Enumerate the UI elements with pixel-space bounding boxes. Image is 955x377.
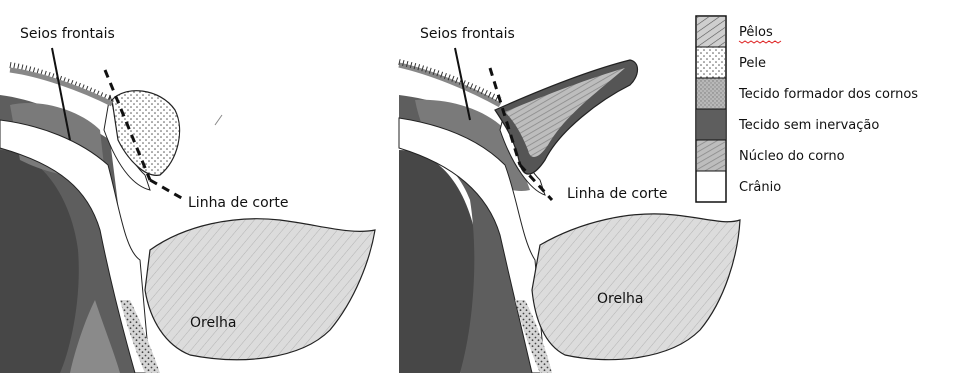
legend-label-non-innervated-tissue: Tecido sem inervação <box>738 118 879 133</box>
skull-icon <box>697 171 725 201</box>
left-ear-label: Orelha <box>190 315 236 331</box>
legend: Pêlos Pele Tecido formador dos cornos Te… <box>696 16 918 202</box>
horn-forming-tissue-icon <box>697 78 725 109</box>
non-innervated-tissue-icon <box>697 109 725 140</box>
left-frontal-sinus-label: Seios frontais <box>20 26 115 42</box>
right-frontal-sinus-label: Seios frontais <box>420 26 515 42</box>
right-ear <box>532 214 740 360</box>
right-cut-line-label: Linha de corte <box>567 186 668 202</box>
hair-icon <box>697 17 725 47</box>
spellcheck-underline <box>739 41 781 43</box>
legend-label-horn-core: Núcleo do corno <box>739 149 845 164</box>
right-panel <box>399 48 740 373</box>
left-cut-line-label: Linha de corte <box>188 195 289 211</box>
legend-label-horn-forming-tissue: Tecido formador dos cornos <box>738 87 918 102</box>
horn-core-icon <box>697 140 725 171</box>
legend-label-skin: Pele <box>739 56 766 71</box>
skin-dots-icon <box>697 47 725 78</box>
legend-label-hair: Pêlos <box>739 25 773 40</box>
right-ear-label: Orelha <box>597 291 643 307</box>
legend-label-skull: Crânio <box>739 180 781 195</box>
panel-divider <box>395 0 399 373</box>
